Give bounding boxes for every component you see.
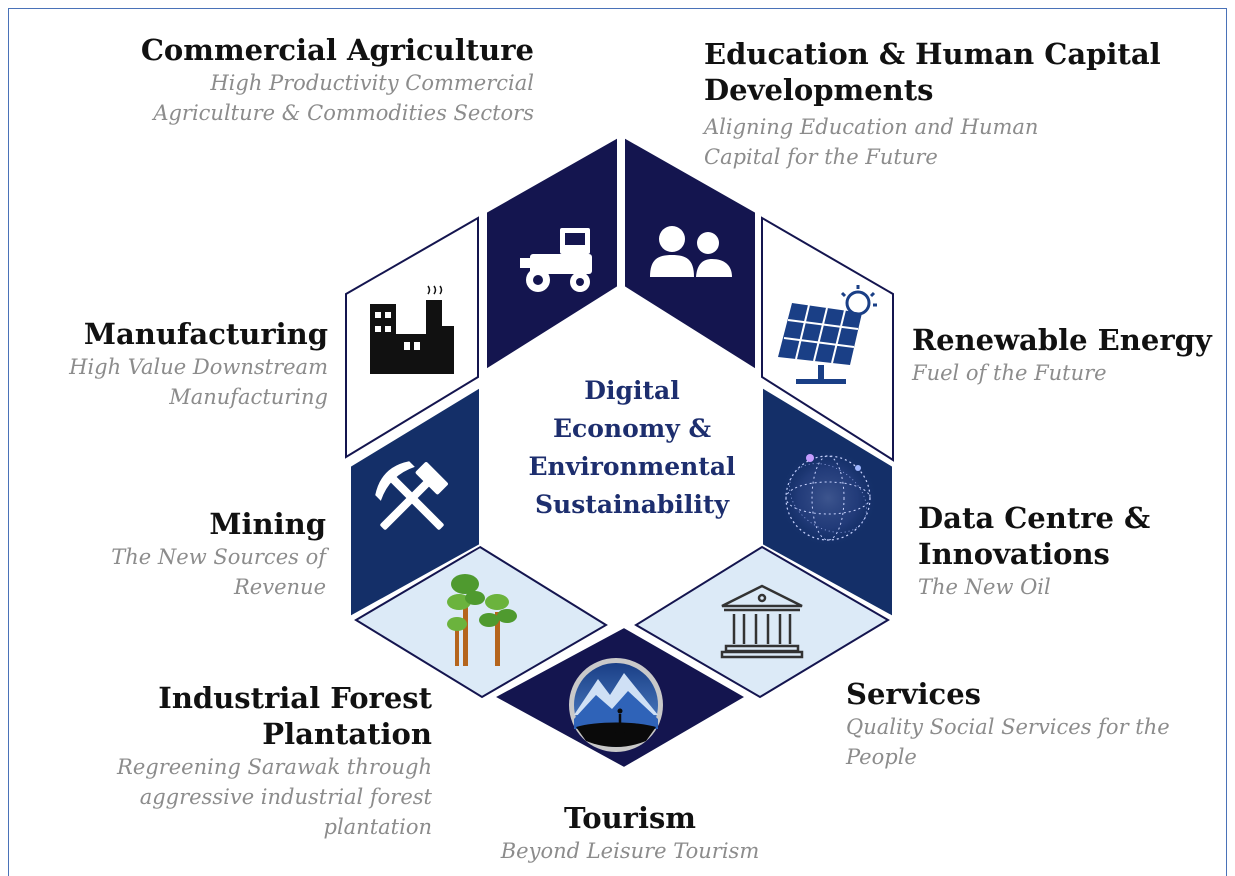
subtitle: plantation: [323, 815, 433, 839]
solar-panel-icon: [778, 285, 877, 384]
factory-icon: [370, 285, 454, 374]
subtitle: Agriculture & Commodities Sectors: [153, 101, 534, 125]
title: Services: [846, 677, 981, 711]
label-services: Services Quality Social Services for the…: [846, 676, 1226, 772]
center-line-2: Economy &: [552, 414, 712, 443]
title: Plantation: [262, 717, 432, 751]
center-line-4: Sustainability: [535, 490, 729, 519]
diagram-frame: [8, 8, 1227, 876]
subtitle: Manufacturing: [169, 385, 328, 409]
label-mining: Mining The New Sources of Revenue: [60, 506, 326, 602]
title: Tourism: [564, 801, 696, 835]
title: Commercial Agriculture: [140, 33, 534, 67]
subtitle: The New Sources of: [111, 545, 326, 569]
bank-building-icon: [720, 584, 804, 659]
segment-commercial-agriculture: [485, 135, 619, 372]
center-title: Digital Economy & Environmental Sustaina…: [496, 372, 768, 524]
subtitle: Revenue: [233, 575, 326, 599]
subtitle: The New Oil: [918, 575, 1051, 599]
title: Manufacturing: [83, 317, 328, 351]
title: Renewable Energy: [912, 323, 1212, 357]
subtitle: Quality Social Services for the: [846, 715, 1170, 739]
subtitle: Capital for the Future: [704, 145, 938, 169]
title: Developments: [704, 73, 934, 107]
tractor-icon: [520, 228, 592, 292]
segment-education: [623, 135, 757, 372]
digital-globe-icon: [778, 448, 878, 548]
segment-services: [634, 545, 890, 699]
subtitle: Regreening Sarawak through: [117, 755, 432, 779]
subtitle: People: [846, 745, 917, 769]
title: Education & Human Capital: [704, 37, 1161, 71]
hammer-pick-icon: [375, 461, 448, 530]
label-education: Education & Human Capital Developments A…: [704, 36, 1174, 172]
subtitle: Fuel of the Future: [912, 361, 1107, 385]
center-line-3: Environmental: [528, 452, 736, 481]
title: Industrial Forest: [158, 681, 432, 715]
label-commercial-agriculture: Commercial Agriculture High Productivity…: [60, 32, 534, 128]
center-line-1: Digital: [584, 376, 680, 405]
label-industrial-forest: Industrial Forest Plantation Regreening …: [30, 680, 432, 842]
trees-icon: [447, 574, 517, 666]
label-data-centre: Data Centre & Innovations The New Oil: [918, 500, 1218, 602]
subtitle: Aligning Education and Human: [704, 115, 1039, 139]
title: Mining: [209, 507, 326, 541]
people-icon: [650, 226, 732, 277]
label-manufacturing: Manufacturing High Value Downstream Manu…: [20, 316, 328, 412]
subtitle: High Value Downstream: [69, 355, 328, 379]
title: Innovations: [918, 537, 1110, 571]
subtitle: aggressive industrial forest: [139, 785, 432, 809]
subtitle: Beyond Leisure Tourism: [500, 839, 760, 863]
subtitle: High Productivity Commercial: [210, 71, 534, 95]
label-renewable-energy: Renewable Energy Fuel of the Future: [912, 322, 1222, 388]
title: Data Centre &: [918, 501, 1151, 535]
label-tourism: Tourism Beyond Leisure Tourism: [450, 800, 810, 866]
mountain-hiker-icon: [569, 658, 663, 752]
